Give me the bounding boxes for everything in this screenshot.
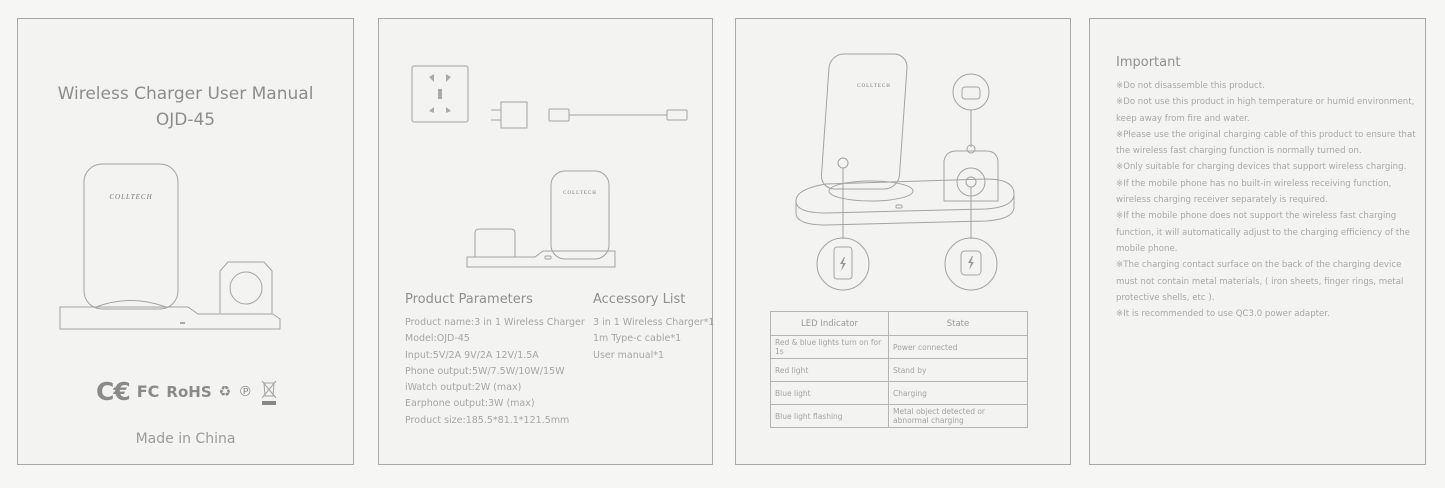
ce-mark-icon: C€: [96, 377, 131, 406]
param-item: Model:OJD-45: [405, 333, 470, 345]
charger-perspective-illustration: COLLTECH: [795, 53, 1015, 291]
note-item: ※If the mobile phone does not support th…: [1116, 211, 1411, 254]
note-item: ※It is recommended to use QC3.0 power ad…: [1116, 309, 1330, 320]
pp-icon: ℗: [238, 383, 253, 400]
param-item: Earphone output:3W (max): [405, 398, 535, 410]
model-number: OJD-45: [155, 110, 216, 130]
state-cell: Charging: [888, 381, 1028, 405]
watch-charging-icon: [944, 237, 998, 291]
param-item: Product name:3 in 1 Wireless Charger: [405, 317, 585, 328]
note-item: ※Please use the original charging cable …: [1116, 129, 1416, 157]
accessory-item: User manual*1: [593, 349, 665, 361]
important-notes-page: Important ※Do not disassemble this produ…: [1089, 18, 1426, 465]
led-indicator-table: LED Indicator State Red & blue lights tu…: [770, 311, 1028, 428]
state-cell: Metal object detected or abnormal chargi…: [888, 404, 1028, 428]
led-cell: Blue light: [770, 381, 889, 405]
brand-logo: COLLTECH: [109, 193, 152, 201]
note-item: ※Do not use this product in high tempera…: [1116, 97, 1415, 124]
led-cell: Blue light flashing: [770, 404, 889, 428]
important-heading: Important: [1116, 55, 1181, 70]
note-item: ※If the mobile phone has no built-in wir…: [1116, 178, 1392, 206]
weee-bin-icon: [261, 380, 277, 405]
state-cell: Power connected: [888, 335, 1028, 359]
svg-text:COLLTECH: COLLTECH: [563, 191, 597, 196]
note-item: ※Only suitable for charging devices that…: [1116, 162, 1407, 173]
param-item: Product size:185.5*81.1*121.5mm: [405, 414, 570, 426]
parameters-list: Product name:3 in 1 Wireless Charger Mod…: [405, 315, 585, 429]
accessory-item: 1m Type-c cable*1: [593, 333, 682, 345]
important-list: ※Do not disassemble this product. ※Do no…: [1116, 78, 1416, 322]
table-row: Blue light Charging: [770, 381, 1028, 405]
column-header-state: State: [888, 311, 1028, 336]
recycle-icon: ♻: [218, 383, 232, 400]
charger-front-illustration: COLLTECH: [59, 163, 281, 330]
table-header-row: LED Indicator State: [770, 311, 1028, 336]
earbuds-case-icon: [952, 73, 990, 111]
note-item: ※The charging contact surface on the bac…: [1116, 260, 1404, 303]
note-item: ※Do not disassemble this product.: [1116, 81, 1265, 91]
param-item: Phone output:5W/7.5W/10W/15W: [405, 365, 565, 377]
param-item: Input:5V/2A 9V/2A 12V/1.5A: [405, 349, 539, 361]
specifications-page: COLLTECH Product Parameters Product name…: [378, 18, 714, 465]
led-cell: Red & blue lights turn on for 1s: [770, 335, 889, 359]
column-header-led: LED Indicator: [770, 311, 889, 336]
certification-marks: C€ FC RoHS ♻ ℗: [96, 377, 279, 406]
cover-page: Wireless Charger User Manual OJD-45 COLL…: [17, 18, 354, 465]
usb-c-cable-icon: [548, 108, 688, 122]
param-item: iWatch output:2W (max): [405, 382, 522, 394]
accessory-list: 3 in 1 Wireless Charger*1 1m Type-c cabl…: [593, 315, 714, 364]
power-adapter-icon: [491, 101, 528, 129]
svg-text:COLLTECH: COLLTECH: [857, 84, 891, 89]
state-cell: Stand by: [888, 358, 1028, 382]
parameters-heading: Product Parameters: [405, 292, 533, 307]
accessory-heading: Accessory List: [593, 292, 686, 307]
table-row: Red & blue lights turn on for 1s Power c…: [770, 335, 1028, 359]
charger-side-illustration: COLLTECH: [466, 170, 616, 268]
phone-charging-icon: [816, 237, 870, 291]
manual-title: Wireless Charger User Manual: [57, 84, 314, 104]
fcc-mark-icon: FC: [136, 382, 160, 401]
led-cell: Red light: [770, 358, 889, 382]
accessory-item: 3 in 1 Wireless Charger*1: [593, 317, 715, 328]
wall-socket-icon: [411, 65, 469, 123]
table-row: Red light Stand by: [770, 358, 1028, 382]
made-in-label: Made in China: [135, 431, 236, 447]
rohs-mark-icon: RoHS: [166, 382, 212, 401]
table-row: Blue light flashing Metal object detecte…: [770, 404, 1028, 428]
usage-page: COLLTECH LED Indicator State Red & blue …: [735, 18, 1071, 465]
